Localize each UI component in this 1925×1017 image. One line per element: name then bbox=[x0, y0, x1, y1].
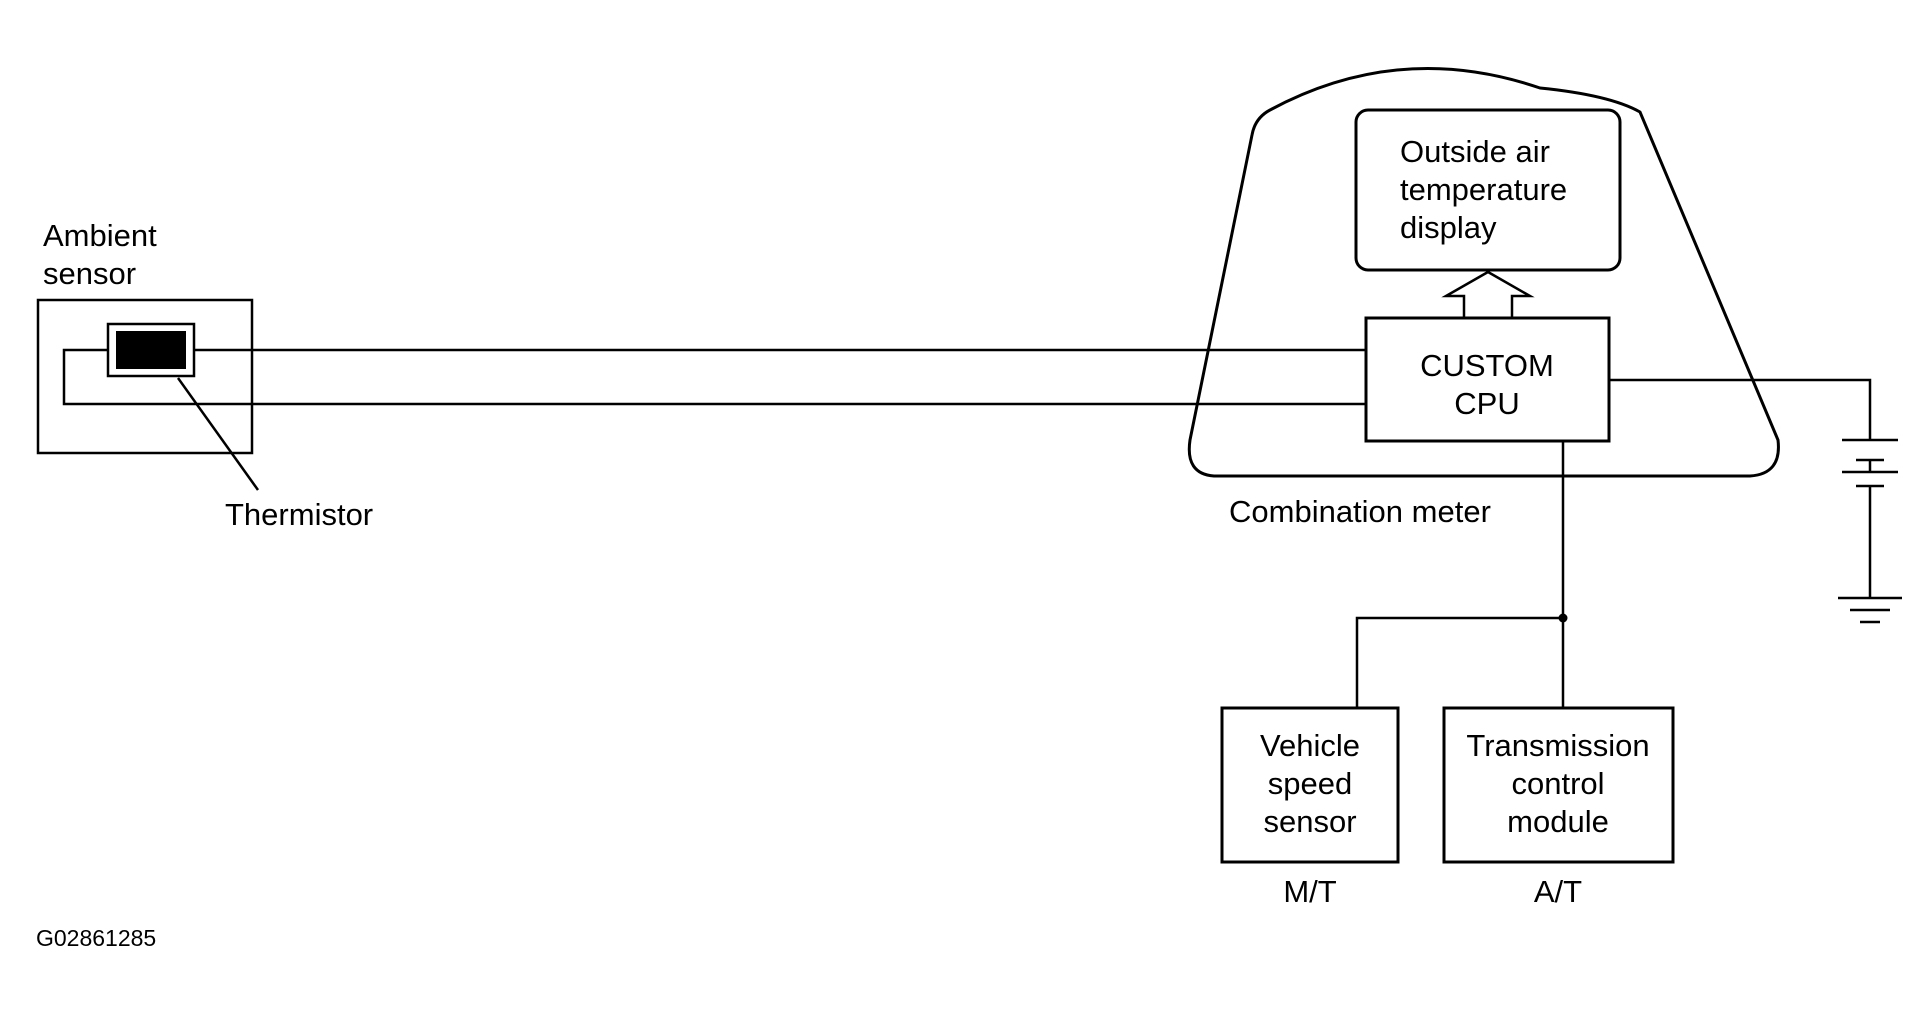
tcm-label-line3: module bbox=[1507, 804, 1609, 839]
hollow-arrow-icon bbox=[1441, 270, 1535, 318]
vss-label-line1: Vehicle bbox=[1260, 728, 1360, 763]
ambient-sensor-label: Ambient sensor bbox=[43, 218, 157, 291]
speed-signal-wiring bbox=[1355, 441, 1568, 708]
junction-dot bbox=[1558, 613, 1568, 623]
ambient-sensor-label-line2: sensor bbox=[43, 256, 136, 291]
vss-caption: M/T bbox=[1283, 874, 1336, 909]
ambient-sensor-label-line1: Ambient bbox=[43, 218, 157, 253]
cpu-label-line1: CUSTOM bbox=[1420, 348, 1554, 383]
figure-id: G02861285 bbox=[36, 925, 156, 951]
tcm-label-line1: Transmission bbox=[1466, 728, 1649, 763]
tcm-label-line2: control bbox=[1511, 766, 1604, 801]
vss-label-line2: speed bbox=[1268, 766, 1352, 801]
tcm-caption: A/T bbox=[1534, 874, 1582, 909]
transmission-control-module-box bbox=[1442, 706, 1675, 864]
combination-meter-housing bbox=[1187, 66, 1780, 478]
vehicle-speed-sensor-box bbox=[1220, 706, 1400, 864]
combination-meter-label: Combination meter bbox=[1229, 494, 1491, 529]
display-label-line2: temperature bbox=[1400, 172, 1567, 207]
outside-air-temperature-display bbox=[1354, 108, 1622, 272]
thermistor-label: Thermistor bbox=[225, 497, 373, 532]
display-label-line1: Outside air bbox=[1400, 134, 1550, 169]
ambient-sensor-housing bbox=[36, 298, 254, 455]
display-label-line3: display bbox=[1400, 210, 1497, 245]
sensor-wiring bbox=[62, 348, 1366, 406]
vss-label-line3: sensor bbox=[1263, 804, 1356, 839]
ground-icon bbox=[1838, 596, 1902, 624]
thermistor bbox=[106, 322, 260, 491]
battery-circuit bbox=[1609, 378, 1898, 598]
cpu-label-line2: CPU bbox=[1454, 386, 1519, 421]
